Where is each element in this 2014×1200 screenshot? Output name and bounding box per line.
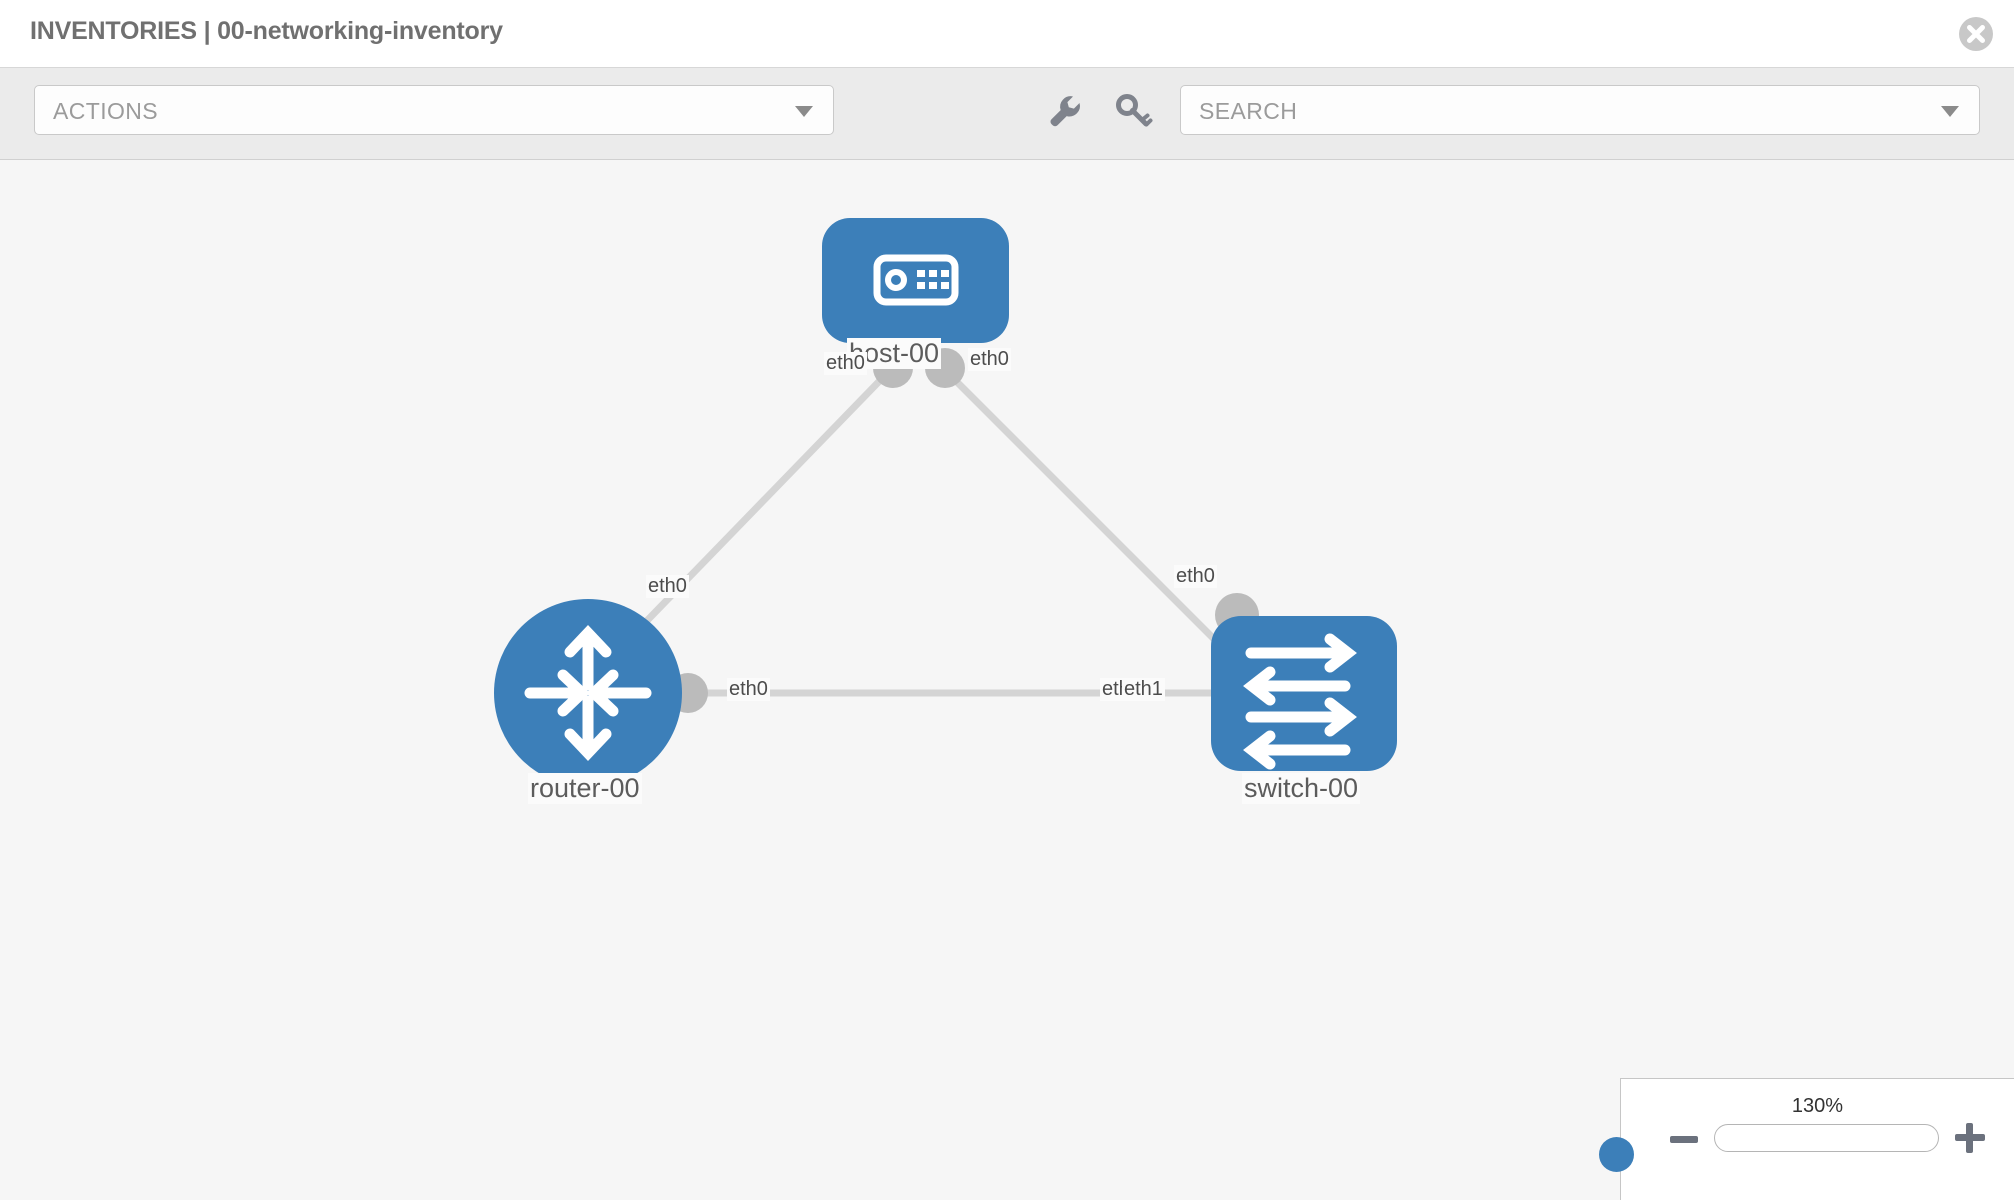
topology-canvas[interactable]: host-00 router-00 switch-00 eth0 eth0 et… xyxy=(0,160,2014,1200)
actions-dropdown-label: ACTIONS xyxy=(53,98,159,124)
node-label-router-00: router-00 xyxy=(528,773,642,804)
zoom-out-button[interactable] xyxy=(1670,1136,1698,1143)
iface-label-router00-right: eth0 xyxy=(727,678,770,701)
zoom-level-label: 130% xyxy=(1791,1095,1844,1117)
node-label-switch-00: switch-00 xyxy=(1242,773,1361,804)
search-input[interactable]: SEARCH xyxy=(1180,85,1980,135)
zoom-slider-thumb[interactable] xyxy=(1599,1137,1634,1172)
topology-graph xyxy=(494,218,1397,787)
link-host00-router00[interactable] xyxy=(601,362,898,668)
actions-dropdown[interactable]: ACTIONS xyxy=(34,85,834,135)
iface-label-host00-left: eth0 xyxy=(824,352,867,375)
iface-label-switch00-left-b: eth1 xyxy=(1122,678,1165,701)
chevron-down-icon xyxy=(1941,106,1959,117)
node-switch-00[interactable] xyxy=(1211,616,1397,771)
server-icon xyxy=(873,254,959,306)
node-router-00[interactable] xyxy=(494,599,682,787)
zoom-control-panel: 130% xyxy=(1620,1078,2014,1200)
header-bar: INVENTORIES | 00-networking-inventory xyxy=(0,0,2014,68)
zoom-slider[interactable] xyxy=(1714,1124,1939,1152)
iface-label-switch00-up: eth0 xyxy=(1174,565,1217,588)
router-arrows-icon xyxy=(524,625,652,761)
key-icon[interactable] xyxy=(1112,90,1154,132)
wrench-icon[interactable] xyxy=(1043,90,1085,132)
iface-label-host00-right: eth0 xyxy=(968,348,1011,371)
zoom-in-button[interactable] xyxy=(1955,1123,1985,1153)
node-host-00[interactable] xyxy=(822,218,1009,343)
link-host00-switch00[interactable] xyxy=(937,362,1243,668)
chevron-down-icon xyxy=(795,106,813,117)
page-title: INVENTORIES | 00-networking-inventory xyxy=(30,17,503,45)
switch-arrows-icon xyxy=(1243,633,1357,770)
close-icon[interactable] xyxy=(1958,16,1994,52)
search-placeholder: SEARCH xyxy=(1199,98,1298,124)
iface-label-router00-up: eth0 xyxy=(646,575,689,598)
